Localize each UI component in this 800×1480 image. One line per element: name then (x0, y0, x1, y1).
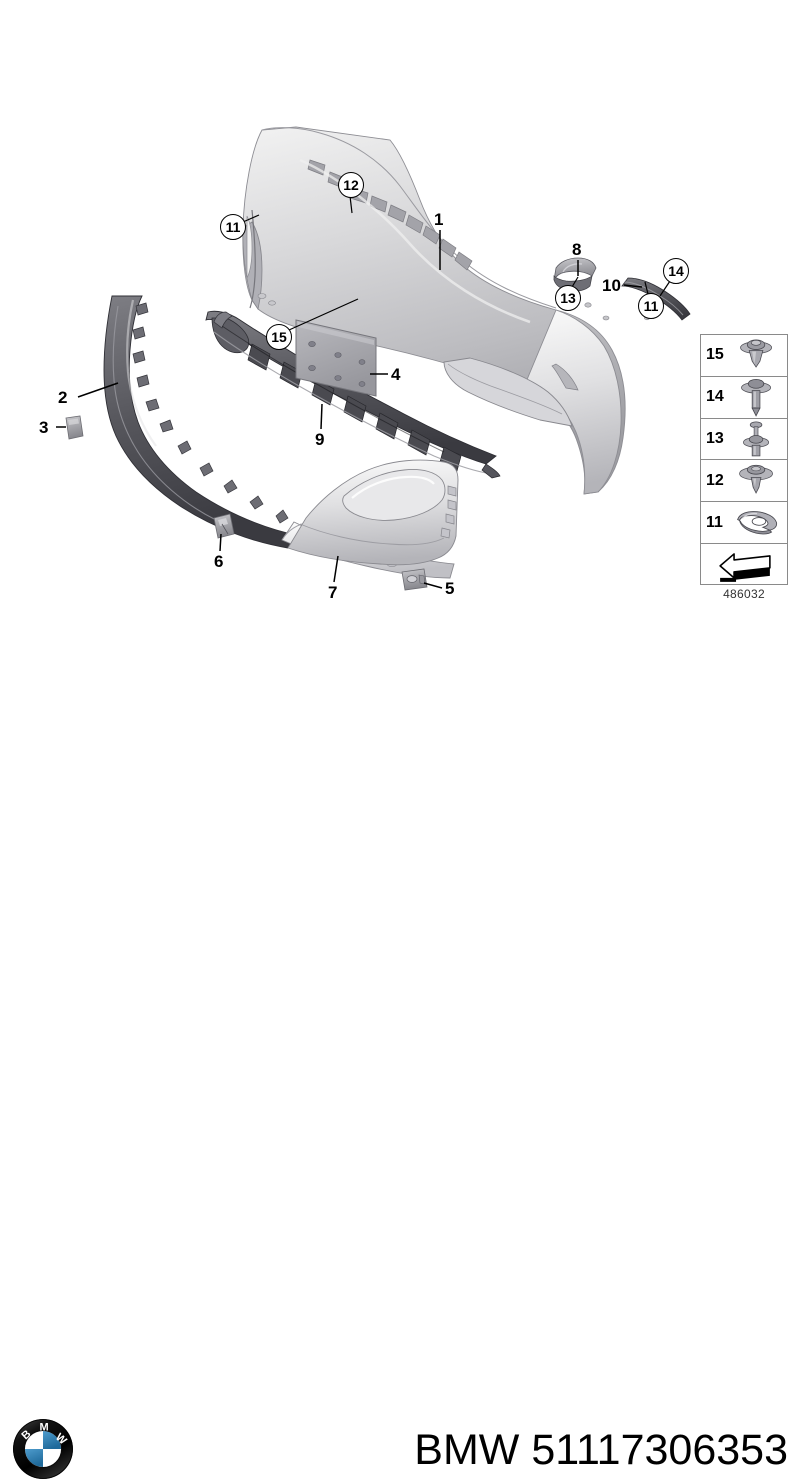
legend-row-13: 13 (701, 419, 787, 461)
callout-11-right: 11 (638, 293, 664, 319)
lower-bumper-body (287, 459, 459, 566)
part-6-bracket (213, 513, 235, 539)
callout-9: 9 (315, 430, 325, 449)
arrow-direction-symbol-icon (719, 553, 771, 582)
footer: B M W BMW 51117306353 (0, 700, 800, 1479)
parts-diagram: 1 2 3 4 5 6 7 8 9 10 11 12 13 14 11 15 1… (0, 126, 800, 1479)
legend-row-15: 15 (701, 335, 787, 377)
callout-8: 8 (572, 240, 582, 259)
legend-number-12: 12 (706, 471, 724, 489)
diagram-code: 486032 (723, 587, 765, 601)
part-1-bumper-trim-panel (242, 126, 650, 495)
legend-number-13: 13 (706, 429, 724, 447)
callout-12: 12 (338, 172, 364, 198)
fastener-legend-box: 15 14 13 (700, 334, 788, 585)
legend-row-14: 14 (701, 377, 787, 419)
part-5-retaining-clip (401, 568, 428, 591)
diagram-illustration (56, 126, 691, 591)
legend-row-12: 12 (701, 460, 787, 503)
callout-11-left: 11 (220, 214, 246, 240)
spring-clip-fastener-icon (737, 511, 778, 535)
callout-15: 15 (266, 324, 292, 350)
part-3-clip (65, 415, 84, 440)
callout-5: 5 (445, 579, 455, 598)
collar-screw-fastener-icon (741, 378, 772, 417)
leader-lines (56, 230, 643, 589)
legend-row-11: 11 (701, 502, 787, 544)
collar-nut-fastener-icon (740, 339, 772, 368)
callout-14: 14 (663, 258, 689, 284)
callout-3: 3 (39, 418, 49, 437)
part-4-licence-plate-base (295, 319, 377, 397)
callout-10: 10 (602, 276, 621, 295)
legend-number-15: 15 (706, 346, 724, 364)
callout-7: 7 (328, 583, 338, 602)
callout-13: 13 (555, 285, 581, 311)
leader-lines-circled (242, 195, 671, 331)
expanding-rivet-fastener-icon (739, 465, 773, 495)
legend-number-14: 14 (706, 388, 724, 406)
callout-2: 2 (58, 388, 68, 407)
part-number-text: BMW 51117306353 (414, 1426, 788, 1474)
callout-1: 1 (434, 210, 444, 229)
legend-row-arrow (701, 544, 787, 586)
callout-6: 6 (214, 552, 224, 571)
long-screw-fastener-icon (743, 421, 770, 456)
callout-4: 4 (391, 365, 401, 384)
legend-number-11: 11 (706, 513, 723, 531)
